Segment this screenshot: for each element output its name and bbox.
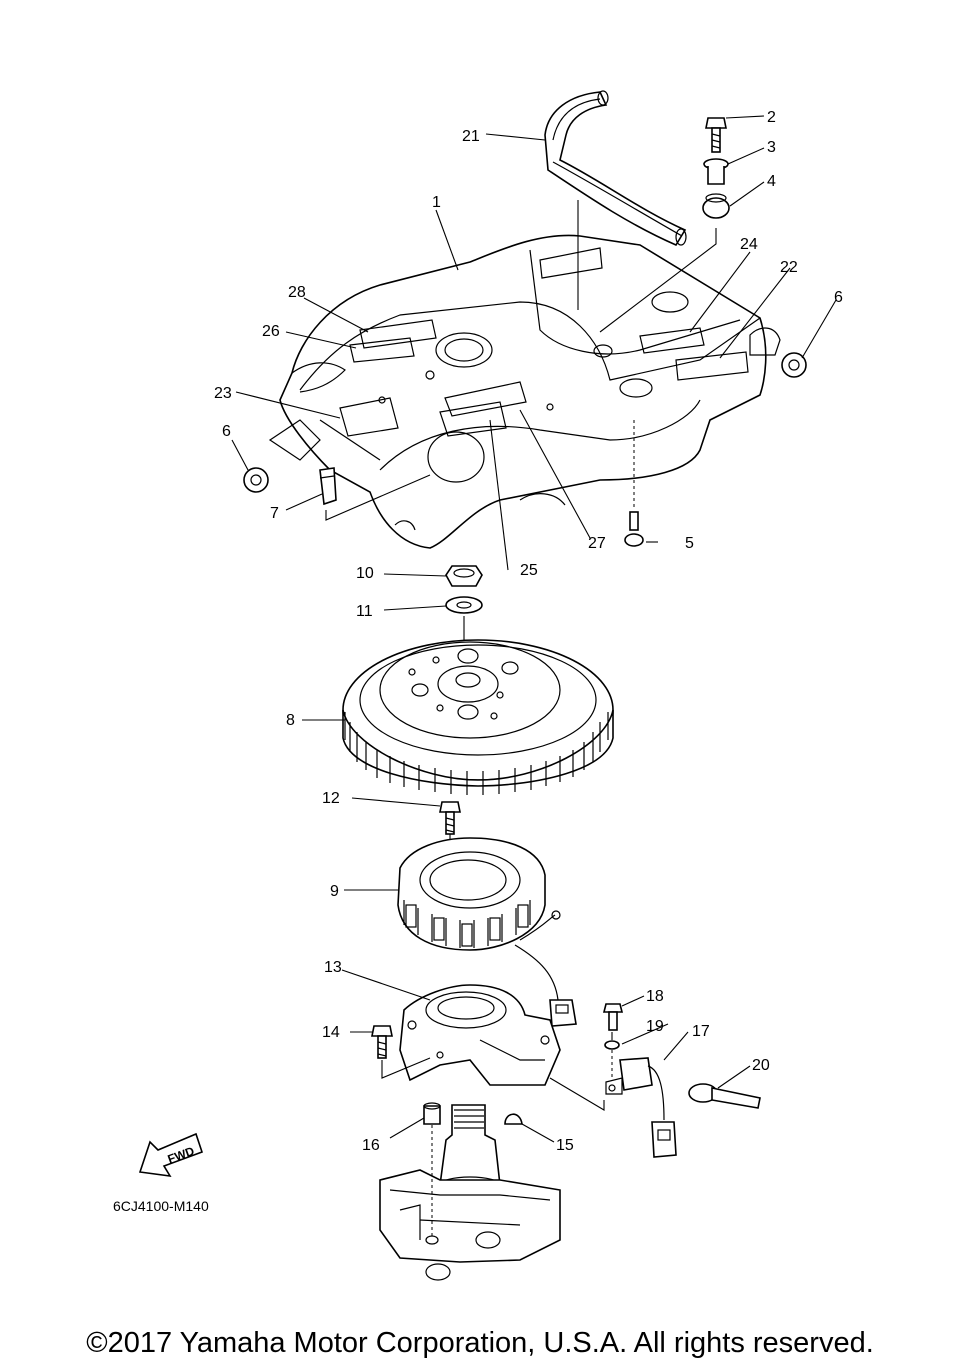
callout-15: 14 xyxy=(322,1024,340,1041)
callout-5: 5 xyxy=(685,535,694,552)
callout-14: 13 xyxy=(324,959,342,976)
collar-3 xyxy=(703,158,729,185)
callout-21: 21 xyxy=(462,128,480,145)
flywheel xyxy=(342,639,614,795)
callout-1: 1 xyxy=(432,194,441,211)
grommet-6-left xyxy=(243,467,269,493)
callout-18: 18 xyxy=(646,988,664,1005)
callout-20: 20 xyxy=(752,1057,770,1074)
pin-5 xyxy=(624,511,644,547)
callout-24: 24 xyxy=(740,236,758,253)
bolt-13 xyxy=(439,801,461,835)
callout-11: 10 xyxy=(356,565,374,582)
washer-19 xyxy=(604,1040,620,1050)
hose xyxy=(544,90,687,247)
fwd-arrow: FWD xyxy=(138,1132,204,1178)
callout-3: 3 xyxy=(767,139,776,156)
pulser-coil xyxy=(605,1057,677,1158)
grommet-4 xyxy=(702,193,730,219)
callout-2: 2 xyxy=(767,109,776,126)
callout-23: 23 xyxy=(214,385,232,402)
stator-base-plate xyxy=(399,984,561,1086)
callout-26: 26 xyxy=(262,323,280,340)
copyright-notice: ©2017 Yamaha Motor Corporation, U.S.A. A… xyxy=(86,1327,874,1359)
callout-28: 28 xyxy=(288,284,306,301)
callout-7: 7 xyxy=(270,505,279,522)
grommet-6-right xyxy=(781,352,807,378)
washer-12 xyxy=(445,596,483,614)
woodruff-key-10 xyxy=(504,1113,523,1125)
callout-6-right: 6 xyxy=(834,289,843,306)
bolt-2 xyxy=(705,117,727,153)
stator xyxy=(397,837,546,951)
flywheel-cover xyxy=(268,234,781,549)
callout-10: 15 xyxy=(556,1137,574,1154)
crankcase xyxy=(379,1169,561,1281)
bolt-15 xyxy=(371,1025,393,1059)
callout-12: 11 xyxy=(356,603,373,620)
callout-17: 17 xyxy=(692,1023,710,1040)
nut-11 xyxy=(445,565,483,587)
drawing-code: 6CJ4100-M140 xyxy=(113,1198,209,1214)
callout-22: 22 xyxy=(780,259,798,276)
cable-tie-20 xyxy=(688,1083,761,1109)
callout-6-left: 6 xyxy=(222,423,231,440)
callout-9: 9 xyxy=(330,883,339,900)
dowel-16 xyxy=(423,1102,441,1125)
callout-labels: 21 2 3 4 1 24 22 6 28 26 23 6 7 25 27 5 … xyxy=(214,109,843,1154)
stator-connector xyxy=(549,999,577,1027)
clip-7 xyxy=(319,467,337,506)
callout-13: 12 xyxy=(322,790,340,807)
callout-16: 16 xyxy=(362,1137,380,1154)
leader-lines xyxy=(231,115,837,1143)
callout-8: 8 xyxy=(286,712,295,729)
callout-25: 25 xyxy=(520,562,538,579)
callout-4: 4 xyxy=(767,173,776,190)
callout-19: 19 xyxy=(646,1018,664,1035)
bolt-18 xyxy=(602,1003,624,1031)
callout-27: 27 xyxy=(588,535,606,552)
